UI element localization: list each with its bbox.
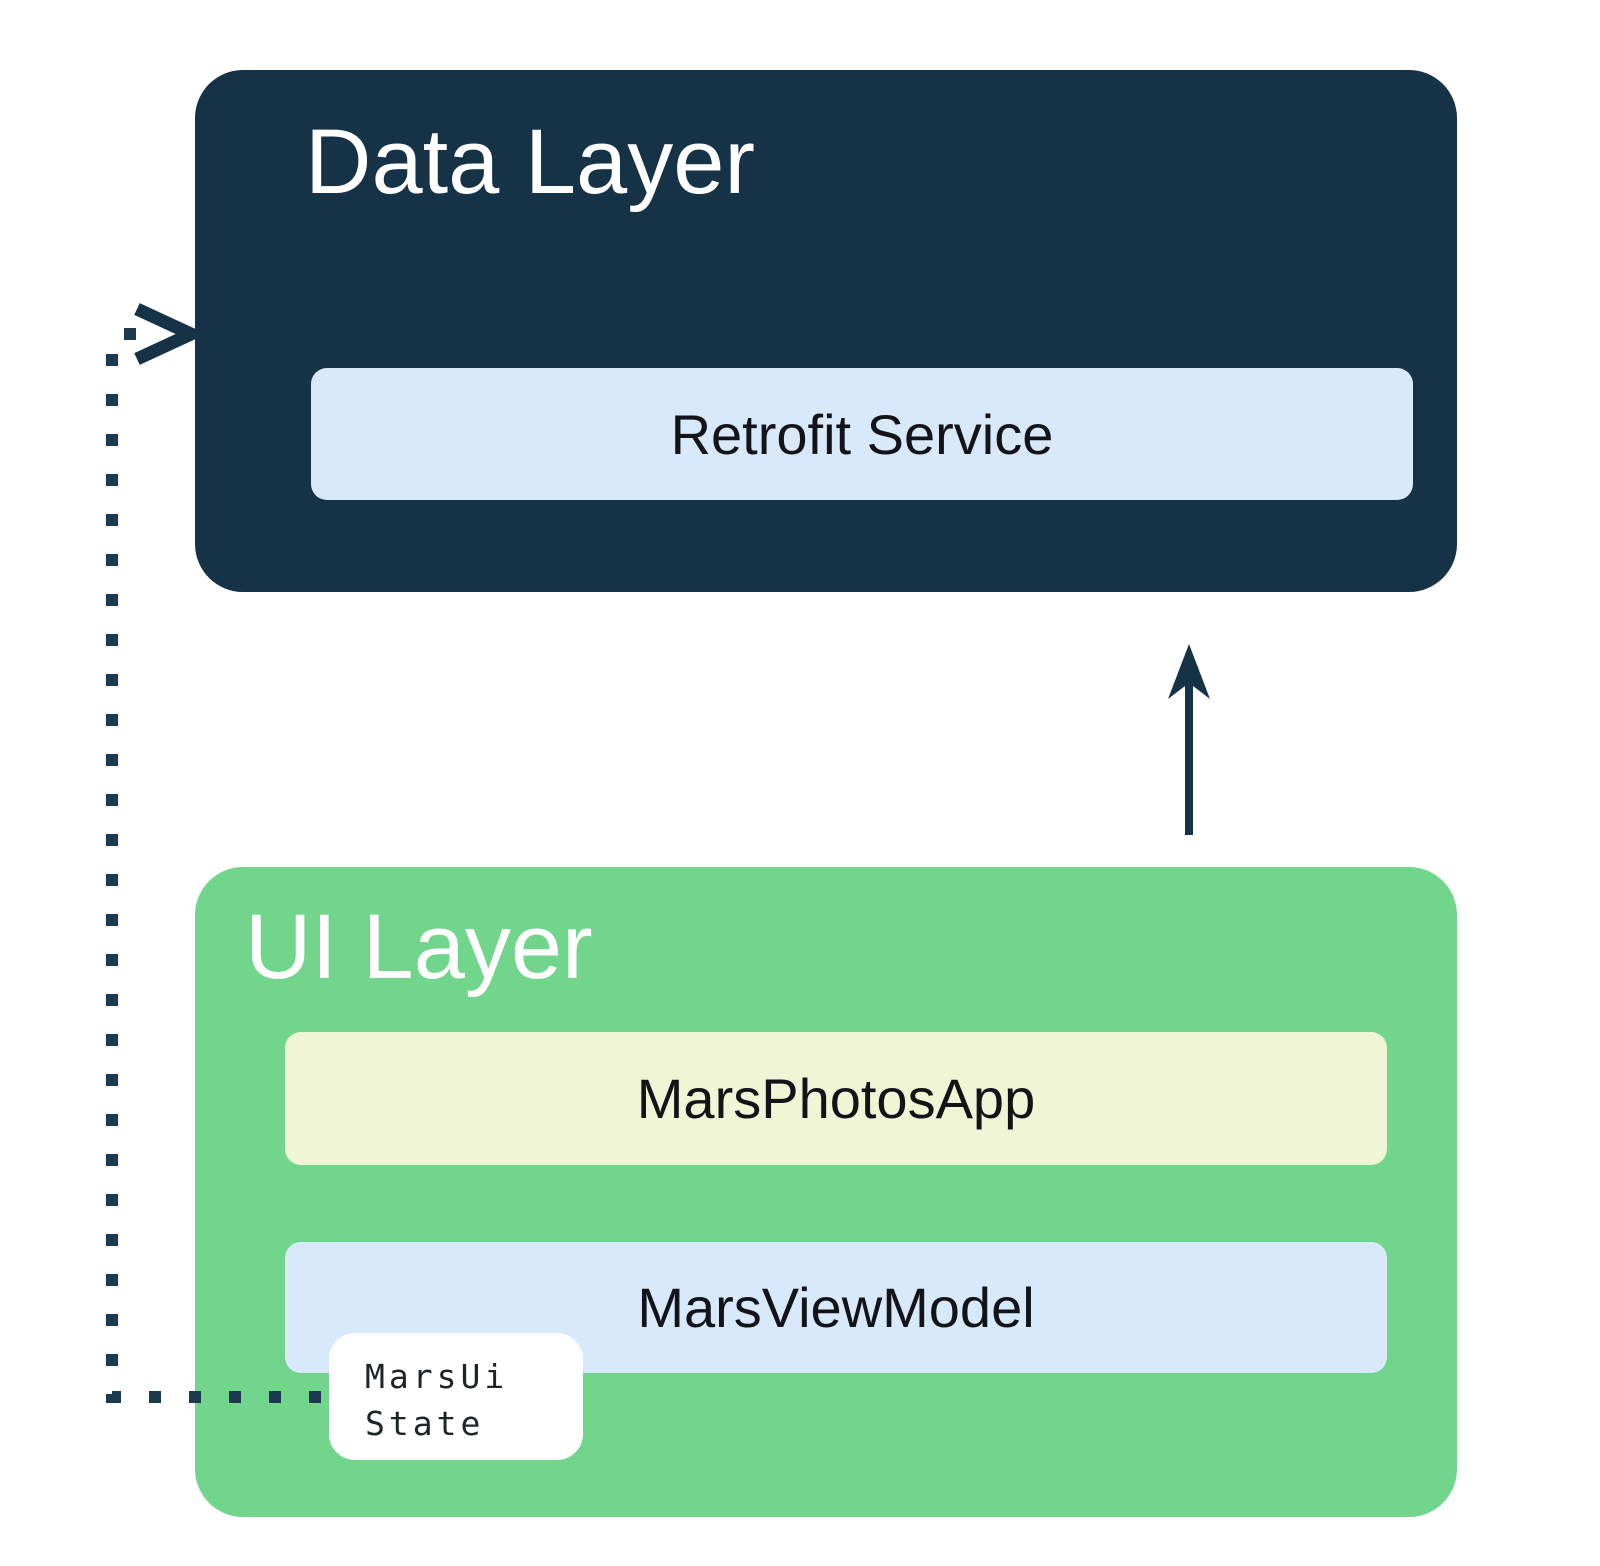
ui-layer-title: UI Layer [245,896,593,998]
data-layer-title: Data Layer [305,111,756,213]
marsui-state-line2: State [365,1404,485,1443]
retrofit-service-box: Retrofit Service [311,368,1413,500]
marsviewmodel-label: MarsViewModel [637,1276,1035,1339]
data-layer-box: Data Layer Retrofit Service [195,70,1457,592]
ui-layer-box: UI Layer MarsPhotosApp MarsViewModel Mar… [195,867,1457,1517]
marsui-state-line1: MarsUi [365,1357,509,1396]
dotted-arrow-head-icon [134,303,207,365]
dotted-arrow-corner-dot [124,328,136,340]
marsphotosapp-box: MarsPhotosApp [285,1032,1387,1165]
retrofit-service-label: Retrofit Service [670,402,1054,466]
marsphotosapp-label: MarsPhotosApp [636,1067,1036,1130]
up-arrow-icon [1168,644,1210,835]
